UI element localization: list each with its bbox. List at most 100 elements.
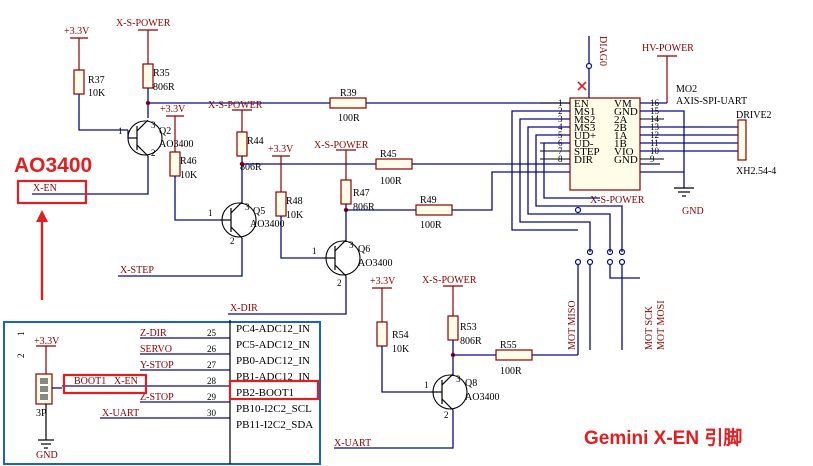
svg-text:X-S-POWER: X-S-POWER	[116, 18, 171, 29]
svg-text:806R: 806R	[153, 82, 175, 93]
svg-text:R55: R55	[500, 340, 517, 351]
driver-pin-number: 9	[650, 154, 655, 164]
svg-text:Q6: Q6	[358, 244, 370, 255]
resistor-r44: R44 806R	[236, 131, 264, 173]
svg-text:R53: R53	[460, 322, 477, 333]
svg-text:Z-STOP: Z-STOP	[140, 392, 174, 403]
svg-text:X-S-POWER: X-S-POWER	[590, 195, 645, 206]
page-title: Gemini X-EN 引脚	[584, 427, 742, 449]
svg-text:X-EN: X-EN	[114, 376, 138, 387]
power-hv: HV-POWER	[640, 43, 694, 104]
svg-text:AO3400: AO3400	[465, 392, 499, 403]
svg-text:+3.3V: +3.3V	[160, 104, 186, 115]
driver-pin-name: MS2	[574, 114, 595, 126]
svg-text:Q5: Q5	[253, 206, 265, 217]
transistor-q5: 1 3 2 Q5 AO3400	[208, 201, 284, 246]
svg-text:+3.3V: +3.3V	[34, 336, 60, 347]
svg-text:X-S-POWER: X-S-POWER	[422, 275, 477, 286]
power-vio: X-S-POWER	[590, 163, 660, 206]
svg-text:100R: 100R	[338, 113, 360, 124]
svg-text:2: 2	[337, 278, 342, 288]
svg-text:R45: R45	[380, 149, 397, 160]
svg-text:R49: R49	[420, 195, 437, 206]
svg-text:X-STEP: X-STEP	[120, 265, 154, 276]
svg-text:DRIVE2: DRIVE2	[736, 110, 772, 121]
svg-text:3P: 3P	[36, 408, 47, 419]
boot-jumper: 2 1 +3.3V 3P GND	[16, 332, 62, 461]
svg-text:10K: 10K	[180, 170, 198, 181]
mcu-pin-number: 28	[207, 376, 217, 386]
svg-text:1: 1	[208, 208, 213, 218]
svg-text:10K: 10K	[392, 344, 410, 355]
svg-text:Z-DIR: Z-DIR	[140, 328, 167, 339]
resistor-r46: R46 10K	[169, 151, 198, 181]
resistor-r49: R49 100R	[415, 195, 453, 231]
resistor-r45: R45 100R	[375, 149, 413, 187]
svg-text:DIAG0: DIAG0	[597, 36, 608, 66]
highlight-pb2-boot1	[228, 379, 320, 401]
mo2-label: MO2 AXIS-SPI-UART	[676, 84, 747, 107]
svg-text:HV-POWER: HV-POWER	[642, 43, 694, 54]
svg-text:MO2: MO2	[676, 84, 697, 95]
svg-text:R35: R35	[153, 68, 170, 79]
driver-pin-name: 1A	[614, 130, 628, 142]
highlight-boot1-x-en	[62, 373, 148, 395]
mcu-pin-number: 29	[207, 392, 217, 402]
driver-pin-name: 2A	[614, 114, 628, 126]
part-callout: AO3400	[14, 154, 92, 177]
driver-pin-name: MS1	[574, 106, 595, 118]
svg-text:AXIS-SPI-UART: AXIS-SPI-UART	[676, 96, 747, 107]
svg-text:GND: GND	[36, 450, 58, 461]
transistor-q8: 1 3 2 Q8 AO3400	[424, 373, 499, 420]
svg-text:R54: R54	[392, 330, 409, 341]
resistor-r39: R39 100R	[329, 88, 367, 124]
mcu-pin-number: 27	[207, 360, 217, 370]
driver-pin-name: VIO	[614, 146, 634, 158]
net-mot-mosi: MOT MOSI	[656, 300, 667, 350]
driver-pin-name: VM	[614, 98, 632, 110]
resistor-r55: R55 100R	[495, 340, 533, 377]
svg-text:3: 3	[245, 202, 250, 212]
net-mot-miso: MOT MISO	[567, 300, 578, 350]
resistor-r48: R48 10K	[275, 191, 304, 221]
svg-text:1: 1	[312, 246, 317, 256]
power-xs-r35: X-S-POWER	[116, 18, 171, 64]
svg-text:100R: 100R	[500, 366, 522, 377]
svg-text:10K: 10K	[286, 210, 304, 221]
spi-routing	[511, 110, 640, 350]
svg-text:2: 2	[444, 410, 449, 420]
svg-text:GND: GND	[682, 206, 704, 217]
power-3v3-r37: +3.3V	[64, 26, 90, 70]
power-xs-r53: X-S-POWER	[422, 275, 477, 316]
svg-text:806R: 806R	[240, 162, 262, 173]
power-xs-r44: X-S-POWER	[208, 100, 263, 132]
power-3v3-r48: +3.3V	[268, 144, 294, 192]
mcu-pin-number: 26	[207, 344, 217, 354]
driver-pin-name: UD-	[574, 138, 594, 150]
svg-text:X-S-POWER: X-S-POWER	[208, 100, 263, 111]
svg-text:Q8: Q8	[465, 378, 477, 389]
power-3v3-r46: +3.3V	[160, 104, 186, 152]
svg-text:R39: R39	[340, 88, 357, 99]
driver-pin-number: 14	[650, 114, 660, 124]
driver-pin-name: 2B	[614, 122, 627, 134]
power-xs-r47: X-S-POWER	[314, 140, 369, 180]
svg-text:1: 1	[118, 126, 123, 136]
svg-text:AO3400: AO3400	[159, 139, 193, 150]
svg-text:+3.3V: +3.3V	[64, 26, 90, 37]
svg-text:10K: 10K	[88, 88, 106, 99]
gnd-driver: GND	[640, 110, 704, 217]
svg-text:1: 1	[16, 332, 26, 337]
driver-pin-name: 1B	[614, 138, 627, 150]
transistor-q2: 1 3 2 Q2 AO3400	[118, 119, 193, 158]
svg-text:AO3400: AO3400	[358, 258, 392, 269]
driver-pin-name: GND	[614, 154, 638, 166]
mcu-pin-name: PC5-ADC12_IN	[236, 339, 310, 351]
motor-header: DRIVE2 XH2.54-4	[640, 110, 776, 177]
svg-text:806R: 806R	[353, 202, 375, 213]
svg-text:X-UART: X-UART	[102, 408, 139, 419]
svg-text:X-UART: X-UART	[334, 438, 371, 449]
mcu-pin-number: 30	[207, 408, 217, 418]
driver-pin-name: STEP	[574, 146, 600, 158]
svg-text:R46: R46	[180, 156, 197, 167]
